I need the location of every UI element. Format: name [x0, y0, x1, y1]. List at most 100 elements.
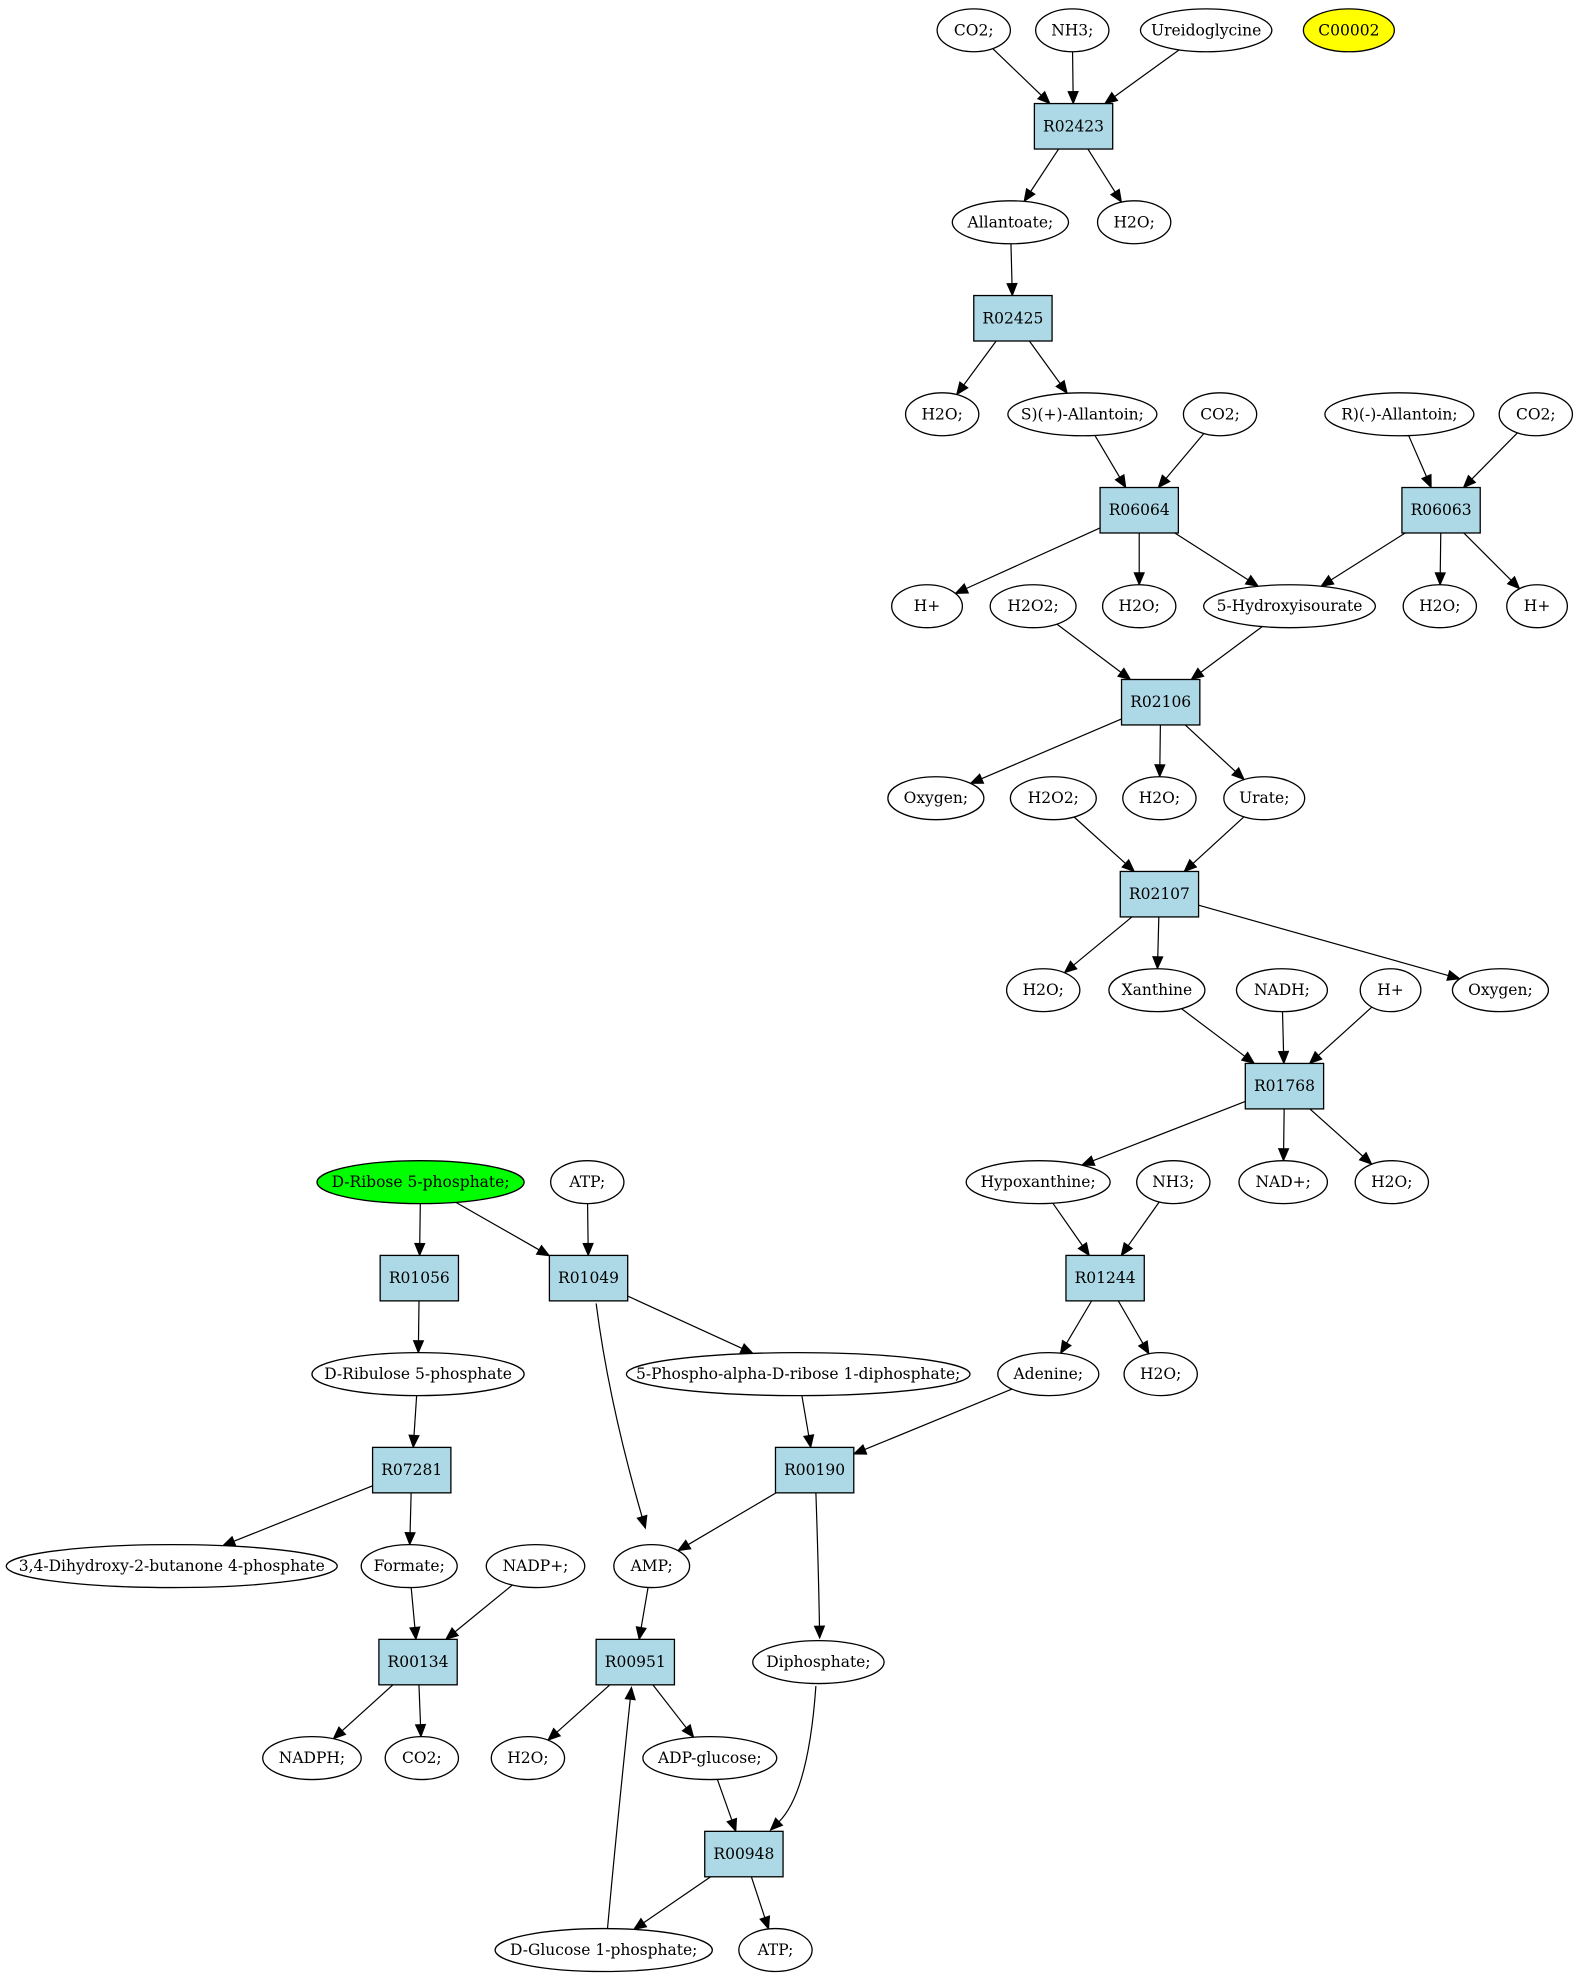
compound-node-hydroxyisourate-shape [1202, 584, 1377, 629]
compound-node-diphosphate[interactable]: Diphosphate; [752, 1639, 885, 1685]
reaction-node-r06063-shape [1401, 486, 1481, 534]
reaction-node-r02106[interactable]: R02106 [1120, 678, 1201, 726]
compound-node-xanthine[interactable]: Xanthine [1108, 968, 1206, 1013]
edge-c-amp-to-r-R00951 [635, 1587, 649, 1641]
compound-node-h2o2-2[interactable]: H2O2; [1009, 776, 1097, 821]
edge-r-R00190-to-c-diphosphate-arrowhead [813, 1625, 826, 1640]
compound-node-h2o-6[interactable]: H2O; [1005, 968, 1081, 1013]
compound-node-allantoate-shape [951, 200, 1070, 245]
edge-c-nadpplus-to-r-R00134-arrowhead [444, 1626, 460, 1641]
compound-node-hydroxyisourate[interactable]: 5-Hydroxyisourate [1202, 584, 1377, 629]
compound-node-oxygen-1[interactable]: Oxygen; [887, 776, 985, 821]
compound-node-h2o-9[interactable]: H2O; [490, 1735, 566, 1781]
compound-node-hplus-3[interactable]: H+ [1359, 968, 1422, 1013]
compound-node-dhbp[interactable]: 3,4-Dihydroxy-2-butanone 4-phosphate [5, 1543, 338, 1589]
edge-r-R01768-to-c-hypoxanthine [1080, 1100, 1246, 1166]
reaction-node-r01768[interactable]: R01768 [1244, 1062, 1325, 1110]
compound-node-hplus-1[interactable]: H+ [891, 584, 964, 629]
compound-node-oxygen-2-label: Oxygen; [1468, 981, 1533, 999]
edge-r-R06064-to-c-hydroxyisourate-line [1174, 532, 1250, 581]
reaction-node-r06063[interactable]: R06063 [1401, 486, 1481, 534]
reaction-node-r00190[interactable]: R00190 [774, 1446, 855, 1494]
edge-r-R06064-to-c-hplus-1-arrowhead [954, 583, 970, 594]
reaction-node-r02107[interactable]: R02107 [1119, 870, 1200, 918]
compound-node-adenine[interactable]: Adenine; [997, 1352, 1100, 1397]
compound-node-nh3-2[interactable]: NH3; [1136, 1160, 1211, 1205]
compound-node-h2o-4[interactable]: H2O; [1402, 584, 1478, 629]
compound-node-hplus-2[interactable]: H+ [1506, 584, 1569, 629]
compound-node-nadplus[interactable]: NAD+; [1238, 1160, 1329, 1205]
edge-c-ureidoglycine-to-r-R02423-arrowhead [1103, 91, 1119, 105]
compound-node-hypoxanthine[interactable]: Hypoxanthine; [965, 1160, 1111, 1205]
edge-r-R02425-to-c-h2o-2 [955, 340, 997, 396]
compound-node-h2o-7[interactable]: H2O; [1354, 1160, 1430, 1205]
compound-node-glucose1p[interactable]: D-Glucose 1-phosphate; [494, 1927, 713, 1973]
reaction-node-r00948[interactable]: R00948 [704, 1830, 784, 1878]
compound-node-s-allantoin[interactable]: S)(+)-Allantoin; [1007, 392, 1158, 437]
edge-r-R07281-to-c-formate-arrowhead [404, 1531, 416, 1546]
compound-node-formate[interactable]: Formate; [360, 1543, 458, 1589]
compound-node-co2-3-label: CO2; [1516, 405, 1556, 423]
compound-node-nh3-1[interactable]: NH3; [1035, 8, 1110, 53]
compound-node-h2o-1-shape [1096, 200, 1172, 245]
edge-c-nadpplus-to-r-R00134-line [454, 1584, 513, 1633]
compound-node-r-allantoin[interactable]: R)(-)-Allantoin; [1324, 392, 1475, 437]
compound-node-co2-1[interactable]: CO2; [936, 8, 1012, 53]
compound-node-co2-2[interactable]: CO2; [1182, 392, 1258, 437]
compound-node-nadpplus[interactable]: NADP+; [485, 1543, 586, 1589]
edge-r-R02425-to-c-h2o-2-arrowhead [955, 381, 969, 396]
reaction-node-r01244[interactable]: R01244 [1065, 1254, 1145, 1302]
compound-node-h2o2-1[interactable]: H2O2; [989, 584, 1077, 629]
compound-node-co2-4[interactable]: CO2; [384, 1735, 460, 1781]
compound-node-h2o-8[interactable]: H2O; [1123, 1352, 1198, 1397]
compound-node-h2o-1[interactable]: H2O; [1096, 200, 1172, 245]
compound-node-prpp[interactable]: 5-Phospho-alpha-D-ribose 1-diphosphate; [625, 1352, 971, 1397]
edge-c-prpp-to-r-R00190-arrowhead [802, 1434, 815, 1449]
edge-r-R02106-to-c-oxygen-1-line [980, 718, 1122, 780]
compound-node-nadpplus-label: NADP+; [503, 1557, 569, 1575]
compound-node-atp-1[interactable]: ATP; [550, 1160, 625, 1205]
compound-node-c00002[interactable]: C00002 [1302, 8, 1395, 53]
compound-node-nadph[interactable]: NADPH; [262, 1735, 362, 1781]
compound-node-hplus-3-label: H+ [1377, 981, 1404, 999]
compound-node-h2o-4-shape [1402, 584, 1478, 629]
edge-c-r-allantoin-to-r-R06063-arrowhead [1420, 473, 1432, 489]
edge-c-formate-to-r-R00134-arrowhead [409, 1626, 421, 1641]
reaction-node-r06064[interactable]: R06064 [1099, 486, 1180, 534]
edge-c-amp-to-r-R00951-arrowhead [635, 1626, 647, 1641]
compound-node-nadh[interactable]: NADH; [1235, 968, 1329, 1013]
compound-node-atp-2[interactable]: ATP; [738, 1927, 813, 1973]
reaction-node-r02425[interactable]: R02425 [973, 294, 1053, 342]
compound-node-amp[interactable]: AMP; [613, 1543, 691, 1589]
edge-r-R06063-to-c-hydroxyisourate-arrowhead [1319, 574, 1335, 587]
compound-node-h2o-2[interactable]: H2O; [904, 392, 980, 437]
compound-node-dhbp-shape [5, 1543, 338, 1589]
compound-node-co2-3[interactable]: CO2; [1498, 392, 1574, 437]
compound-node-ribose5p[interactable]: D-Ribose 5-phosphate; [316, 1160, 525, 1205]
reaction-node-r00951[interactable]: R00951 [595, 1638, 676, 1686]
reaction-node-r00134[interactable]: R00134 [378, 1638, 458, 1686]
reaction-node-r01056[interactable]: R01056 [379, 1254, 460, 1302]
reaction-node-r02106-shape [1120, 678, 1201, 726]
edge-c-co2-3-to-r-R06063-line [1470, 432, 1518, 481]
compound-node-urate[interactable]: Urate; [1223, 776, 1306, 821]
compound-node-adpglucose[interactable]: ADP-glucose; [642, 1735, 778, 1781]
compound-node-h2o-3[interactable]: H2O; [1101, 584, 1177, 629]
reaction-node-r01049[interactable]: R01049 [548, 1254, 629, 1302]
edge-c-xanthine-to-r-R01768 [1181, 1008, 1256, 1065]
compound-node-h2o-5[interactable]: H2O; [1122, 776, 1197, 821]
compound-node-hplus-1-shape [891, 584, 964, 629]
compound-node-ribulose5p[interactable]: D-Ribulose 5-phosphate [311, 1352, 525, 1397]
edge-c-diphosphate-to-r-R00948-arrowhead [769, 1817, 784, 1831]
compound-node-allantoate[interactable]: Allantoate; [951, 200, 1070, 245]
compound-node-adenine-shape [997, 1352, 1100, 1397]
compound-node-ureidoglycine[interactable]: Ureidoglycine [1139, 8, 1273, 53]
compound-node-h2o-6-label: H2O; [1023, 981, 1064, 999]
edge-r-R01768-to-c-hypoxanthine-line [1091, 1100, 1246, 1162]
compound-node-hypoxanthine-shape [965, 1160, 1111, 1205]
edge-c-ribose5p-to-r-R01056-arrowhead [414, 1242, 426, 1257]
reaction-node-r02423[interactable]: R02423 [1033, 102, 1114, 150]
reaction-node-r07281[interactable]: R07281 [371, 1446, 452, 1494]
compound-node-oxygen-2[interactable]: Oxygen; [1451, 968, 1550, 1013]
compound-node-co2-4-label: CO2; [402, 1749, 442, 1767]
